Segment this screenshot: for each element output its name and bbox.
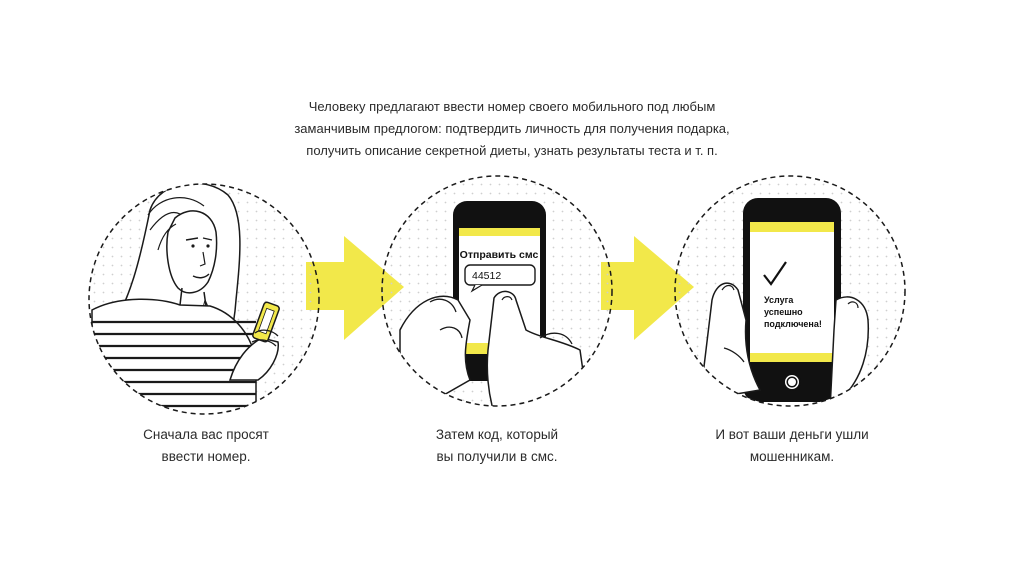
step-3-caption-line-2: мошенникам. [749, 449, 835, 464]
step-1-illustration [88, 183, 320, 415]
step-2-caption-line-1: Затем код, который [435, 427, 559, 442]
sms-code: 44512 [472, 270, 501, 282]
success-line-3: подключена! [764, 319, 822, 329]
step-1-caption-line-1: Сначала вас просят [143, 427, 269, 442]
step-3-caption-line-1: И вот ваши деньги ушли [715, 427, 869, 442]
intro-text: Человеку предлагают ввести номер своего … [262, 96, 762, 162]
sms-title: Отправить смс [460, 249, 539, 261]
step-1-caption-line-2: ввести номер. [161, 449, 251, 464]
step-1-caption: Сначала вас просят ввести номер. [86, 424, 326, 468]
success-line-1: Услуга [764, 295, 794, 305]
intro-line-3: получить описание секретной диеты, узнат… [306, 143, 718, 158]
intro-line-2: заманчивым предлогом: подтвердить личнос… [294, 121, 730, 136]
step-2-caption-line-2: вы получили в смс. [436, 449, 558, 464]
intro-line-1: Человеку предлагают ввести номер своего … [308, 99, 716, 114]
check-icon [763, 261, 787, 286]
step-2-caption: Затем код, который вы получили в смс. [377, 424, 617, 468]
success-line-2: успешно [764, 307, 803, 317]
step-3-caption: И вот ваши деньги ушли мошенникам. [672, 424, 912, 468]
step-2-illustration [381, 175, 613, 407]
step-3-illustration [674, 175, 906, 407]
